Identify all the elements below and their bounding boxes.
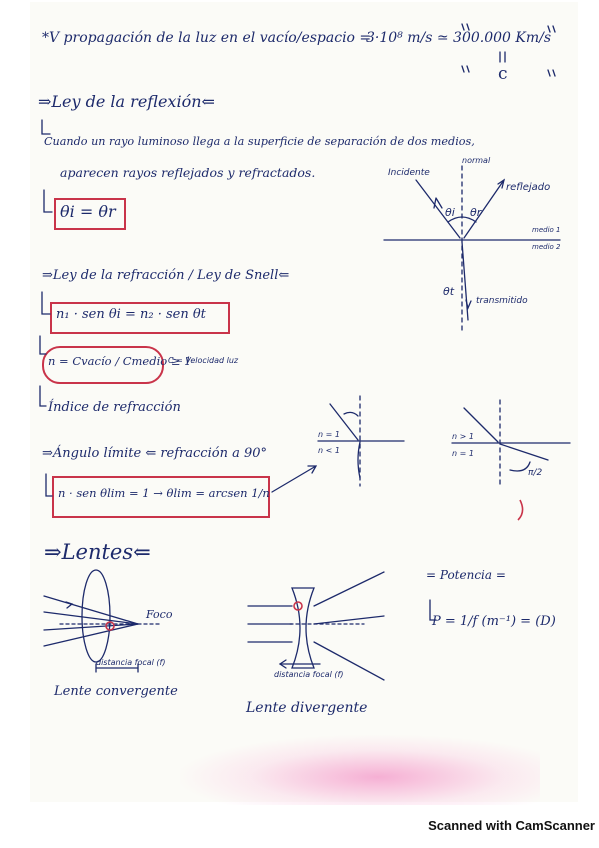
speed-formula: 3·10⁸ m/s ≃ 300.000 Km/s: [366, 30, 552, 46]
incident-arrow: [433, 197, 443, 209]
potencia-label: = Potencia =: [426, 568, 506, 582]
limit-box: [52, 476, 270, 518]
div-ray-out-3: [313, 641, 385, 681]
label-medio2: medio 2: [532, 243, 561, 251]
label-theta-r: θr: [470, 206, 482, 219]
bracket-arrow-1: [41, 119, 51, 135]
scanner-footer: Scanned with CamScanner: [428, 818, 595, 833]
bracket-arrow-2: [43, 189, 53, 213]
label-medio1: medio 1: [532, 226, 561, 234]
index-label: Índice de refracción: [48, 400, 181, 415]
converging-lens: [81, 569, 111, 663]
quote-marks: [461, 23, 556, 77]
limit-right-arc: [509, 461, 531, 472]
label-reflejado: reflejado: [506, 182, 551, 193]
reflected-ray: [463, 179, 505, 239]
limit-angle: π/2: [528, 468, 543, 478]
div-label: Lente divergente: [246, 700, 368, 716]
reflection-text-2: aparecen rayos reflejados y refractados.: [60, 165, 316, 180]
label-theta-t: θt: [443, 285, 455, 298]
label-incidente: Incidente: [388, 168, 430, 178]
limit-left-top: n = 1: [318, 430, 340, 439]
conv-ray-2: [43, 611, 139, 625]
index-formula: n = Cvacío / Cmedio ≥ 1: [48, 354, 192, 368]
limit-left-refracted: [357, 441, 361, 479]
div-focal-arrow: [278, 659, 287, 669]
index-box: [42, 346, 164, 384]
div-highlight: [293, 601, 303, 611]
equal-mark: [499, 51, 506, 63]
reflection-text-1: Cuando un rayo luminoso llega a la super…: [44, 135, 475, 148]
limit-right-incident: [463, 407, 499, 443]
label-normal: normal: [462, 156, 491, 165]
pink-stain: [180, 735, 540, 805]
limit-title: ⇒Ángulo límite ⇐ refracción a 90°: [42, 446, 267, 461]
conv-label: Lente convergente: [54, 684, 178, 699]
bracket-arrow-6: [45, 473, 53, 497]
refraction-title: ⇒Ley de la refracción / Ley de Snell⇐: [42, 268, 290, 283]
limit-right-top: n > 1: [452, 432, 474, 441]
div-ray-out-1: [313, 571, 385, 607]
snell-formula: n₁ · sen θi = n₂ · sen θt: [56, 307, 206, 322]
limit-right-bottom: n = 1: [452, 449, 474, 458]
diverging-lens: [291, 587, 315, 669]
label-transmitido: transmitido: [476, 296, 528, 306]
potencia-formula: P = 1/f (m⁻¹) = (D): [432, 614, 556, 629]
foco-label: Foco: [146, 608, 173, 621]
conv-ray-4: [43, 623, 139, 647]
dist-div-label: distancia focal (f): [274, 670, 344, 679]
notebook-paper: [30, 2, 578, 802]
conv-ray-3: [43, 623, 139, 631]
transmitted-ray: [461, 241, 469, 321]
conv-highlight: [105, 621, 115, 631]
reflection-formula: θi = θr: [60, 202, 116, 221]
speed-symbol: c: [498, 64, 508, 84]
limit-left-bottom: n < 1: [318, 446, 340, 455]
pointer-arrow: [271, 465, 318, 493]
dist-conv-label: distancia focal (f): [96, 658, 166, 667]
limit-left-incident: [329, 403, 359, 441]
bracket-arrow-3: [41, 291, 51, 315]
reflected-arrow: [497, 178, 506, 189]
limit-left-arc: [343, 411, 359, 417]
limit-box-tail: [517, 499, 524, 521]
speed-label: *V propagación de la luz en el vacío/esp…: [42, 30, 372, 46]
bracket-arrow-4: [39, 335, 47, 355]
snell-box: [50, 302, 230, 334]
label-theta-i: θi: [445, 206, 455, 219]
potencia-bracket: [429, 599, 437, 621]
lenses-title: ⇒Lentes⇐: [44, 540, 151, 564]
conv-focal-ticks: [95, 663, 139, 673]
div-ray-out-2: [313, 615, 385, 625]
transmitted-arrow: [465, 299, 472, 311]
bracket-arrow-5: [39, 385, 47, 407]
incident-ray: [415, 179, 461, 239]
conv-arrow: [65, 601, 74, 609]
limit-formula: n · sen θlim = 1 → θlim = arcsen 1/n: [58, 486, 270, 500]
angle-arc: [447, 216, 477, 223]
reflection-title: ⇒Ley de la reflexión⇐: [38, 92, 215, 111]
reflection-formula-box: [54, 198, 126, 230]
limit-right-refracted: [499, 443, 549, 461]
c-note: C = Velocidad luz: [168, 356, 239, 365]
conv-ray-1: [43, 595, 139, 625]
